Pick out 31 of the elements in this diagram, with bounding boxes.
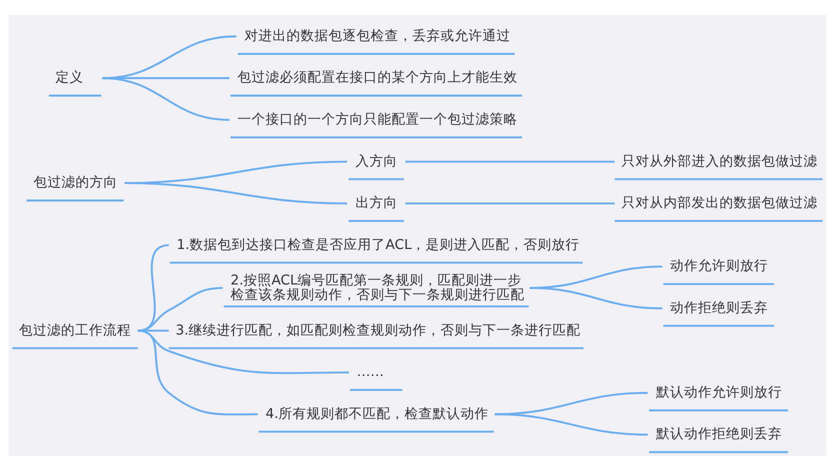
- node-text: 动作允许则放行: [670, 258, 768, 274]
- node-text: 定义: [56, 69, 84, 86]
- connector: [530, 286, 662, 309]
- node-text: 默认动作允许则放行: [656, 384, 782, 400]
- connector: [138, 329, 258, 415]
- connector: [405, 202, 615, 204]
- node-text: 包过滤的方向: [33, 174, 118, 190]
- node-text: 包过滤必须配置在接口的某个方向上才能生效: [237, 69, 518, 86]
- node-text: 只对从内部发出的数据包做过滤: [621, 194, 818, 211]
- node-text: 对进出的数据包逐包检查，丢弃或允许通过: [244, 27, 511, 44]
- connector: [138, 329, 169, 332]
- connector: [405, 160, 615, 162]
- node-text: 3.继续进行匹配，如匹配则检查规则动作，否则与下一条进行匹配: [176, 322, 581, 338]
- node-text: 动作拒绝则丢弃: [670, 299, 768, 316]
- node-text: 一个接口的一个方向只能配置一个包过滤策略: [237, 111, 518, 127]
- connector: [138, 286, 223, 332]
- connector: [138, 329, 350, 374]
- node-text: 默认动作拒绝则丢弃: [656, 426, 782, 442]
- node-text: 4.所有规则都不匹配，检查默认动作: [265, 405, 488, 422]
- node-text: 1.数据包到达接口检查是否应用了ACL，是则进入匹配，否则放行: [176, 236, 580, 252]
- node-text: 出方向: [355, 194, 398, 211]
- connector: [494, 391, 648, 415]
- node-text: ……: [356, 364, 384, 380]
- connector: [102, 76, 230, 120]
- node-text: 只对从外部进入的数据包做过滤: [621, 152, 818, 169]
- node-text: 包过滤的工作流程: [19, 322, 132, 338]
- node-text: 入方向: [355, 152, 398, 169]
- connector: [138, 244, 170, 332]
- connector: [124, 182, 348, 204]
- connector: [494, 412, 648, 436]
- node-text: 2.按照ACL编号匹配第一条规则，匹配则进一步检查该条规则动作，否则与下一条规则进行匹配: [230, 272, 525, 302]
